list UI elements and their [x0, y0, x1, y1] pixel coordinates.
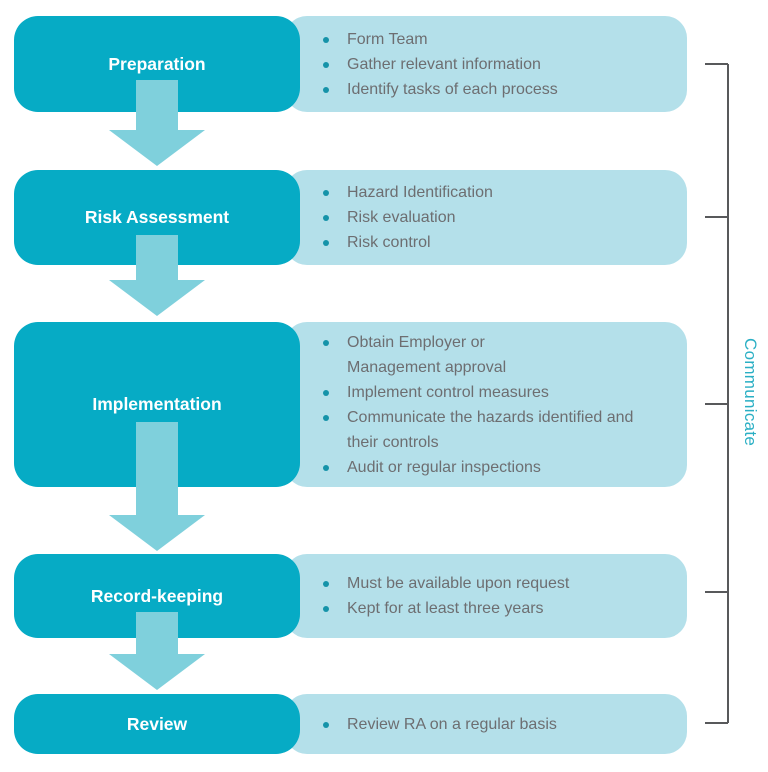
down-arrow-icon — [109, 235, 205, 316]
bullet-list: Obtain Employer or Management approval I… — [285, 330, 643, 480]
communicate-bracket — [705, 63, 729, 724]
bullet-icon — [323, 36, 329, 43]
bullet-icon — [323, 61, 329, 68]
stage-label: Review — [126, 713, 188, 734]
list-item: Risk control — [323, 230, 493, 255]
stage-label: Record-keeping — [90, 585, 224, 606]
list-item: Kept for at least three years — [323, 596, 569, 621]
list-item: Implement control measures — [323, 380, 633, 405]
list-item: Gather relevant information — [323, 52, 558, 77]
bullet-icon — [323, 215, 329, 221]
bullet-text: Review RA on a regular basis — [347, 715, 557, 733]
bullet-icon — [323, 581, 329, 587]
stage-label: Preparation — [108, 53, 206, 74]
list-item: Hazard Identification — [323, 180, 493, 205]
bullet-icon — [323, 464, 329, 471]
bullet-list: Must be available upon request Kept for … — [285, 571, 579, 621]
bullet-text: Audit or regular inspections — [347, 458, 541, 476]
bullet-icon — [323, 190, 329, 196]
list-item: Identify tasks of each process — [323, 77, 558, 102]
bullet-panel-record-keeping: Must be available upon request Kept for … — [285, 554, 687, 638]
stage-label: Risk Assessment — [84, 207, 230, 227]
bullet-icon — [323, 606, 329, 612]
communicate-label-container: Communicate — [733, 62, 767, 722]
bullet-list: Hazard Identification Risk evaluation Ri… — [285, 180, 503, 255]
bullet-list: Form Team Gather relevant information Id… — [285, 27, 568, 102]
bullet-text: Hazard Identification — [347, 184, 493, 201]
bullet-icon — [323, 721, 329, 728]
list-item: Must be available upon request — [323, 571, 569, 596]
bullet-icon — [323, 339, 329, 346]
down-arrow-icon — [109, 612, 205, 690]
bullet-text: Form Team — [347, 30, 428, 48]
list-item: Risk evaluation — [323, 205, 493, 230]
bullet-text: Identify tasks of each process — [347, 80, 558, 98]
communicate-label: Communicate — [741, 337, 760, 447]
down-arrow-icon — [109, 80, 205, 166]
list-item: Form Team — [323, 27, 558, 52]
list-item: Audit or regular inspections — [323, 455, 633, 480]
bullet-icon — [323, 414, 329, 421]
bullet-text: Must be available upon request — [347, 575, 570, 592]
bullet-text: Risk evaluation — [347, 209, 456, 226]
list-item: Obtain Employer or Management approval — [323, 330, 633, 380]
stage-label: Implementation — [92, 394, 222, 414]
bullet-list: Review RA on a regular basis — [285, 712, 567, 737]
bullet-text: Risk control — [347, 234, 431, 251]
list-item: Review RA on a regular basis — [323, 712, 557, 737]
list-item: Communicate the hazards identified and t… — [323, 405, 633, 455]
bullet-icon — [323, 389, 329, 396]
stage-box-review: Review — [14, 694, 300, 754]
bullet-panel-risk-assessment: Hazard Identification Risk evaluation Ri… — [285, 170, 687, 265]
down-arrow-icon — [109, 422, 205, 551]
bullet-text: Gather relevant information — [347, 55, 541, 73]
bullet-text: Implement control measures — [347, 383, 549, 401]
bullet-panel-preparation: Form Team Gather relevant information Id… — [285, 16, 687, 112]
bullet-text: Communicate the hazards identified and t… — [347, 408, 634, 451]
bullet-icon — [323, 86, 329, 93]
bullet-text: Obtain Employer or Management approval — [347, 333, 507, 376]
bullet-text: Kept for at least three years — [347, 600, 544, 617]
bullet-panel-implementation: Obtain Employer or Management approval I… — [285, 322, 687, 487]
bullet-icon — [323, 240, 329, 246]
bullet-panel-review: Review RA on a regular basis — [285, 694, 687, 754]
